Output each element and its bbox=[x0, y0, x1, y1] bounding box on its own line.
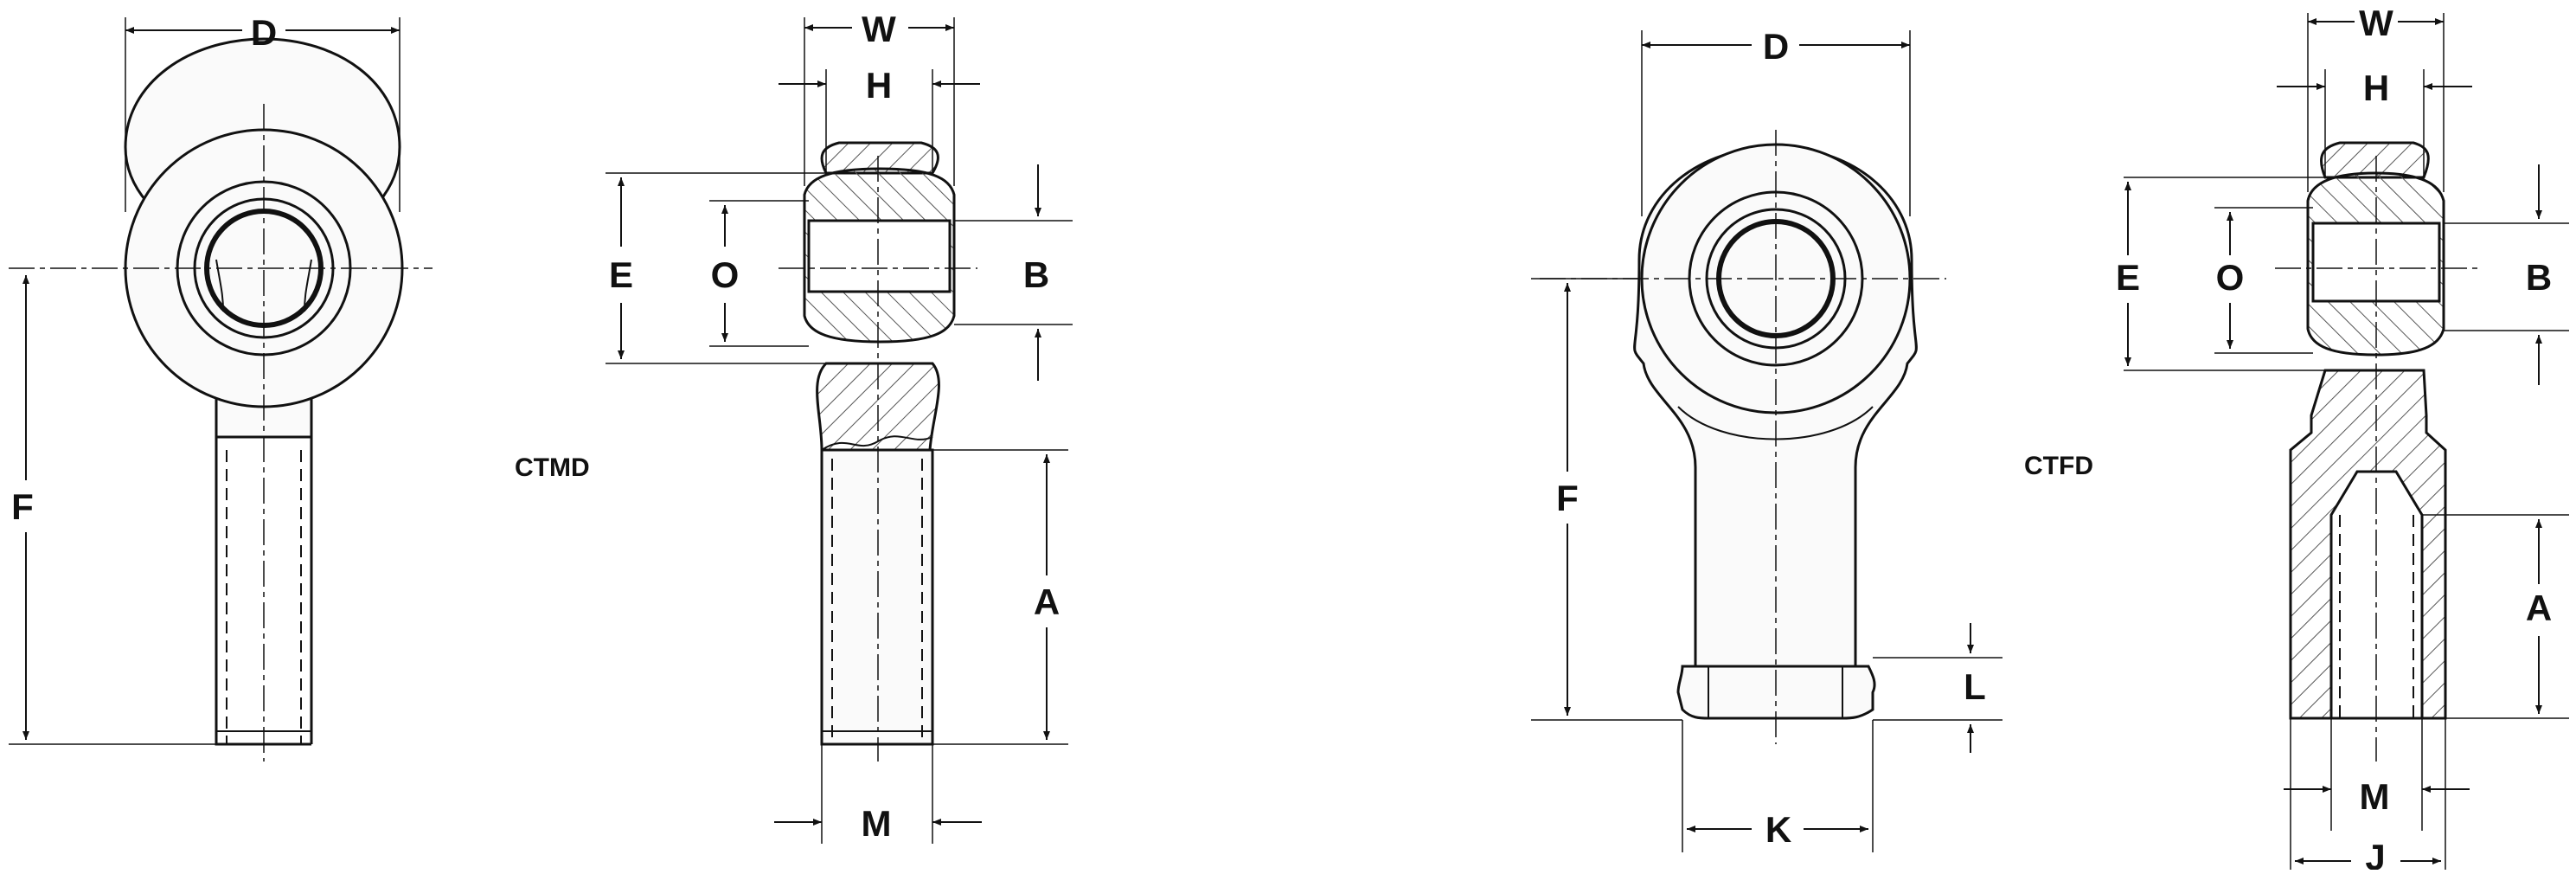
male-side-view bbox=[779, 141, 977, 762]
model-label-female: CTFD bbox=[2024, 452, 2093, 480]
female-dim-label-l: L bbox=[1964, 666, 1986, 707]
dim-label-f: F bbox=[11, 486, 34, 527]
female-dim-label-d: D bbox=[1763, 26, 1789, 67]
female-side-dimensions bbox=[2124, 13, 2569, 870]
dim-label-d: D bbox=[251, 12, 277, 53]
female-dim-label-j: J bbox=[2365, 837, 2385, 870]
dim-label-m: M bbox=[862, 803, 892, 844]
female-dim-label-w: W bbox=[2359, 3, 2393, 43]
dim-label-h: H bbox=[866, 65, 892, 106]
male-side-dimensions bbox=[606, 17, 1073, 844]
female-dim-label-h: H bbox=[2363, 67, 2389, 108]
dim-label-a: A bbox=[1034, 582, 1060, 622]
dim-label-w: W bbox=[862, 9, 896, 49]
female-dim-label-e: E bbox=[2116, 257, 2140, 298]
female-dim-label-o: O bbox=[2216, 257, 2245, 298]
female-dim-label-b: B bbox=[2526, 257, 2552, 298]
model-label-male: CTMD bbox=[515, 453, 590, 482]
female-dim-label-m: M bbox=[2360, 776, 2390, 817]
female-front-view bbox=[1531, 30, 2002, 852]
female-dim-label-k: K bbox=[1765, 809, 1791, 850]
female-dim-label-a: A bbox=[2526, 588, 2552, 628]
female-dim-label-f: F bbox=[1556, 478, 1579, 518]
dim-label-b: B bbox=[1023, 254, 1049, 295]
dim-label-e: E bbox=[609, 254, 633, 295]
male-front-view bbox=[9, 17, 433, 762]
female-side-view bbox=[2275, 141, 2483, 762]
dim-label-o: O bbox=[711, 254, 740, 295]
